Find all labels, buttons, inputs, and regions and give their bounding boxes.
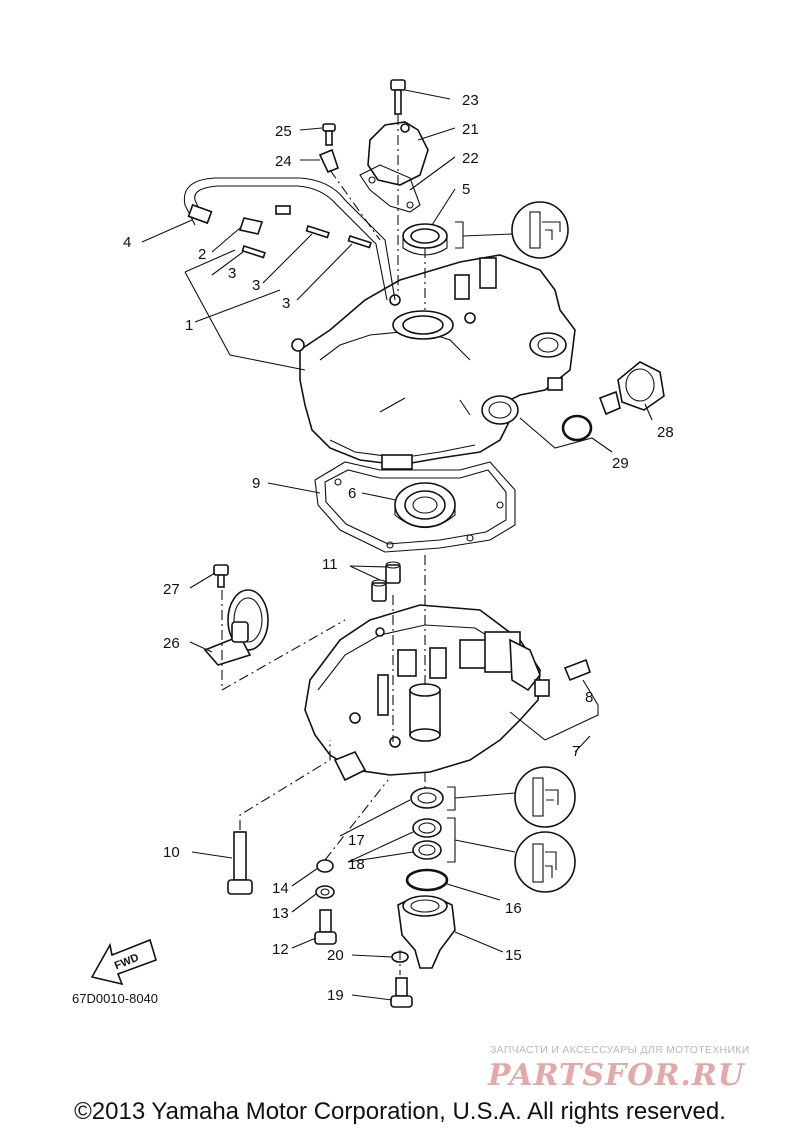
o-ring-29 xyxy=(561,414,593,442)
washer-13 xyxy=(315,885,335,899)
callout-3-c: 3 xyxy=(282,295,290,312)
dowel-pin-2 xyxy=(238,217,264,235)
callout-10: 10 xyxy=(163,844,180,861)
seal-detail-middle xyxy=(514,766,576,828)
callout-17: 17 xyxy=(348,832,365,849)
pump-26 xyxy=(203,589,269,666)
oil-cap-28 xyxy=(598,361,665,416)
bolt-27 xyxy=(213,564,229,588)
callout-15: 15 xyxy=(505,947,522,964)
copyright-notice: ©2013 Yamaha Motor Corporation, U.S.A. A… xyxy=(74,1098,726,1125)
o-ring-16 xyxy=(405,868,449,892)
callout-3-a: 3 xyxy=(228,265,236,282)
callout-14: 14 xyxy=(272,880,289,897)
callout-16: 16 xyxy=(505,900,522,917)
seals-18 xyxy=(412,818,442,860)
fwd-arrow-icon: FWD xyxy=(90,938,157,986)
callout-8: 8 xyxy=(585,689,593,706)
callout-26: 26 xyxy=(163,635,180,652)
bolt-19 xyxy=(390,977,413,1008)
callout-5: 5 xyxy=(462,181,470,198)
callout-28: 28 xyxy=(657,424,674,441)
upper-crankcase xyxy=(291,254,576,470)
callout-21: 21 xyxy=(462,121,479,138)
callout-3-b: 3 xyxy=(252,277,260,294)
callout-12: 12 xyxy=(272,941,289,958)
clip-24 xyxy=(318,148,339,174)
bearing-6 xyxy=(394,482,456,528)
screw-25 xyxy=(322,123,336,146)
callout-1: 1 xyxy=(185,317,193,334)
callout-18: 18 xyxy=(348,856,365,873)
lower-crankcase xyxy=(304,604,591,782)
callout-13: 13 xyxy=(272,905,289,922)
bolt-10 xyxy=(227,831,253,895)
callout-2: 2 xyxy=(198,246,206,263)
watermark-tagline: ЗАПЧАСТИ И АКСЕССУАРЫ ДЛЯ МОТОТЕХНИКИ xyxy=(490,1044,750,1056)
callout-29: 29 xyxy=(612,455,629,472)
bolt-23 xyxy=(390,79,406,115)
leader-lines xyxy=(141,89,653,1001)
callout-9: 9 xyxy=(252,475,260,492)
assembly-lines xyxy=(221,115,426,975)
callout-25: 25 xyxy=(275,123,292,140)
housing-15 xyxy=(397,895,456,969)
callout-4: 4 xyxy=(123,234,131,251)
callout-22: 22 xyxy=(462,150,479,167)
gasket-9 xyxy=(314,461,516,553)
watermark-logo: PARTSFOR.RU xyxy=(488,1058,745,1093)
hose-4 xyxy=(183,177,396,301)
callout-24: 24 xyxy=(275,153,292,170)
callout-11: 11 xyxy=(322,556,338,573)
callout-27: 27 xyxy=(163,581,180,598)
callout-19: 19 xyxy=(327,987,344,1004)
callout-6: 6 xyxy=(348,485,356,502)
seal-detail-top xyxy=(511,201,569,259)
callout-20: 20 xyxy=(327,947,344,964)
drawing-code: 67D0010-8040 xyxy=(72,991,158,1006)
callout-labels: 23 21 22 5 25 24 4 2 3 3 3 1 9 6 28 29 1… xyxy=(72,92,674,1006)
dowels-11 xyxy=(371,561,401,602)
pins-3 xyxy=(241,224,372,259)
cover-21 xyxy=(359,121,429,213)
bolt-12 xyxy=(314,909,337,945)
seal-detail-bottom xyxy=(514,831,576,893)
washer-14 xyxy=(316,859,334,873)
callout-23: 23 xyxy=(462,92,479,109)
callout-7: 7 xyxy=(572,743,580,760)
seal-17 xyxy=(410,787,444,809)
